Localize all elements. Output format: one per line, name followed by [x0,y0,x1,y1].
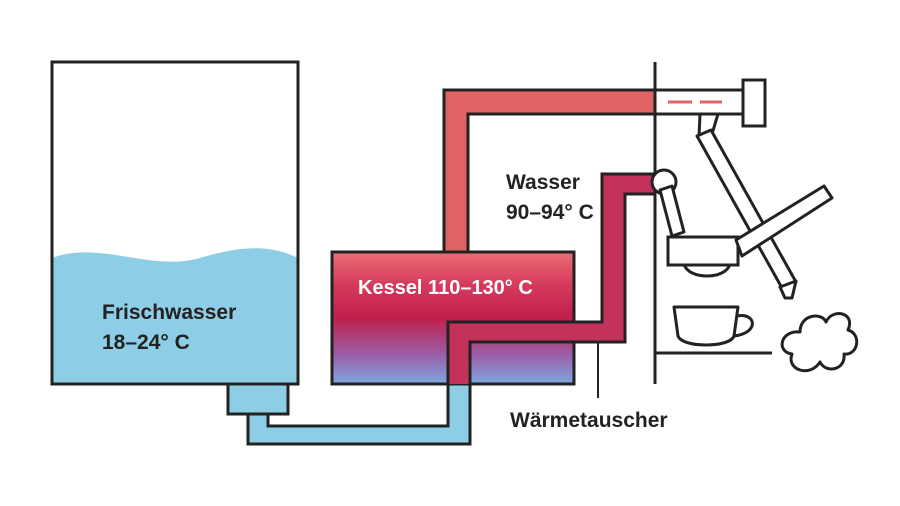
steam-icon [780,312,859,373]
fresh-water-tank: Frischwasser 18–24° C [50,60,300,416]
water-label-2: 90–94° C [506,201,594,224]
cup-body [672,305,740,347]
group-head-icon [650,168,834,278]
tank-water [52,248,298,384]
tank-label-2: 18–24° C [102,331,190,354]
portafilter-handle [734,184,834,258]
boiler-label: Kessel 110–130° C [358,277,533,299]
exchanger-label: Wärmetauscher [510,409,668,432]
portafilter-body [666,235,740,267]
water-label-1: Wasser [506,171,580,194]
cup-handle [733,314,754,338]
valve-cap [741,78,767,128]
wand-tip [778,279,798,300]
tank-outline [50,60,300,386]
group-arm [658,184,686,238]
steam-valve [653,78,767,128]
cup-icon [655,305,772,355]
tank-label-1: Frischwasser [102,301,236,324]
tank-outlet [226,382,290,416]
